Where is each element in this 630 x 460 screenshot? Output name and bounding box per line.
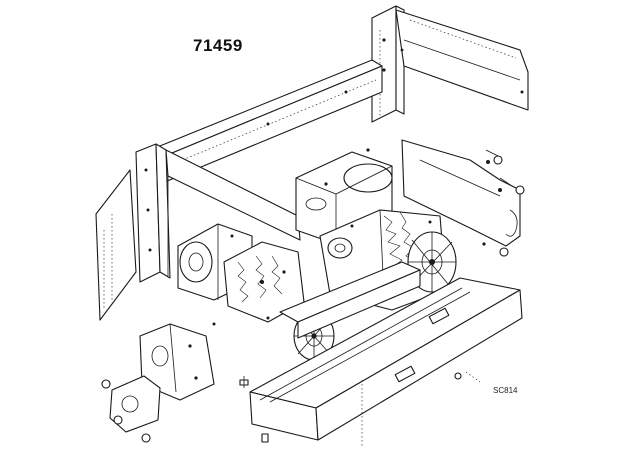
rear-upright-frame <box>371 5 529 123</box>
bottom-tray <box>249 277 523 448</box>
part-number-label: 71459 <box>193 36 243 55</box>
right-side-bracket <box>401 139 521 247</box>
drawing-code-label: SC814 <box>493 386 518 395</box>
fastener-hardware <box>101 155 525 443</box>
left-side-panel <box>95 169 137 321</box>
lower-support-rail <box>279 261 421 339</box>
front-mounting-bracket <box>109 323 215 433</box>
left-upright-frame <box>135 143 301 283</box>
